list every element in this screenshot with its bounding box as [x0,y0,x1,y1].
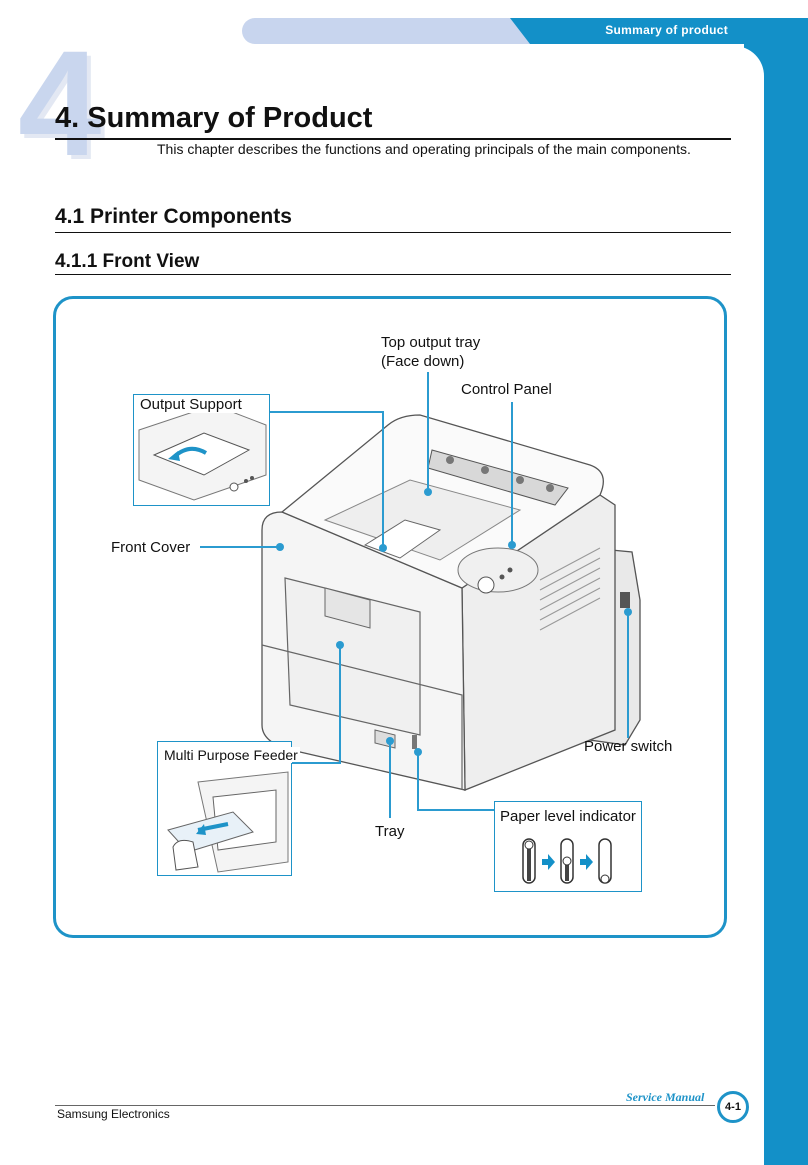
arrow-right-icon [580,854,593,870]
output-support-illustration [138,404,267,501]
page-title: 4. Summary of Product [55,102,373,134]
paper-level-gauges [522,838,612,884]
header-section-label: Summary of product [605,23,728,37]
page-number-badge: 4-1 [717,1091,749,1123]
gauge-empty [598,838,612,884]
label-face-down: (Face down) [381,353,465,370]
title-rule [55,138,731,140]
label-multi-purpose-feeder: Multi Purpose Feeder [162,747,300,763]
header-band [242,18,762,44]
footer-manual-title: Service Manual [626,1090,705,1104]
label-control-panel: Control Panel [461,381,552,398]
page-edge-inner [730,46,764,1165]
mpf-illustration [167,771,289,873]
gauge-half [560,838,574,884]
section-rule [55,232,731,233]
section-heading: 4.1 Printer Components [55,205,292,228]
label-paper-level-indicator: Paper level indicator [500,808,636,825]
chapter-description: This chapter describes the functions and… [157,141,691,157]
figure-frame [53,296,727,938]
label-power-switch: Power switch [584,738,673,755]
gauge-full [522,838,536,884]
footer-company: Samsung Electronics [57,1107,170,1121]
label-front-cover: Front Cover [111,539,191,556]
subsection-rule [55,274,731,275]
arrow-right-icon [542,854,555,870]
chapter-number: 4 [18,19,102,187]
label-output-support: Output Support [138,396,244,413]
label-tray: Tray [375,823,405,840]
multi-purpose-feeder-inset [157,741,292,876]
subsection-heading: 4.1.1 Front View [55,251,200,272]
label-top-output-tray: Top output tray [381,334,481,351]
footer-rule [55,1105,715,1106]
